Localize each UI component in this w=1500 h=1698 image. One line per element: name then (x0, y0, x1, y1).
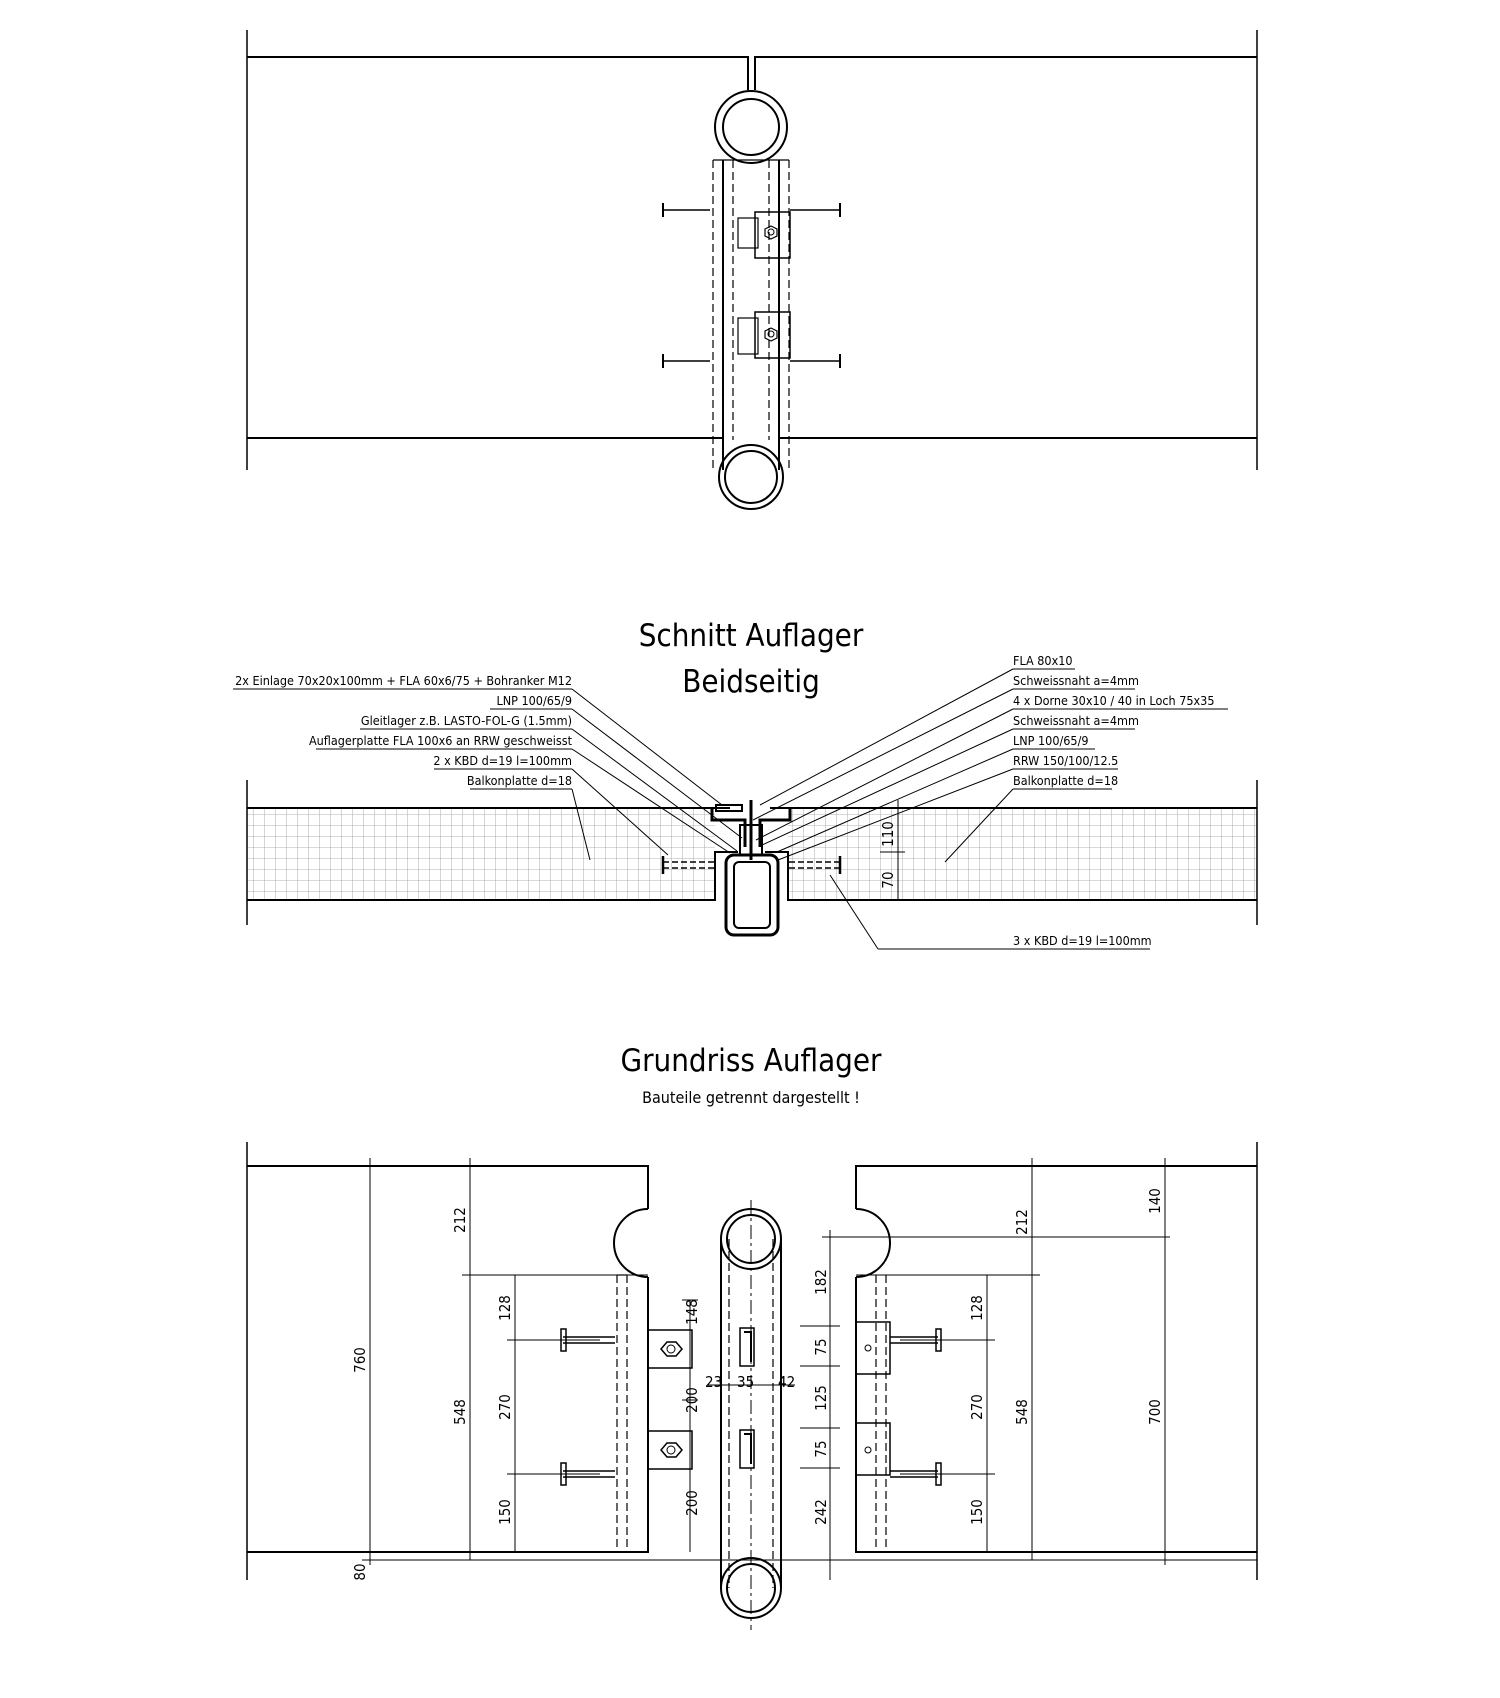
section-right-labels: FLA 80x10 Schweissnaht a=4mm 4 x Dorne 3… (752, 653, 1228, 863)
dim-760: 760 (351, 1347, 369, 1373)
dim-75-b: 75 (812, 1440, 830, 1457)
plan-anchors-right (855, 1321, 942, 1486)
section-slab-right (765, 780, 1258, 925)
dim-23: 23 (705, 1373, 722, 1391)
dim-212-left: 212 (451, 1207, 469, 1233)
label-kbd-right: 3 x KBD d=19 l=100mm (1013, 933, 1152, 948)
plan-title: Grundriss Auflager (620, 1043, 882, 1079)
dim-80: 80 (351, 1563, 369, 1580)
dim-200-b: 200 (683, 1490, 701, 1516)
dim-270-right: 270 (968, 1394, 986, 1420)
top-tube-lower (718, 444, 784, 510)
label-dorne: 4 x Dorne 30x10 / 40 in Loch 75x35 (1013, 693, 1214, 708)
section-slab-left (246, 780, 738, 925)
label-balkonplatte-right: Balkonplatte d=18 (1013, 773, 1118, 788)
label-balkonplatte-left: Balkonplatte d=18 (467, 773, 572, 788)
dim-128-right: 128 (968, 1295, 986, 1321)
plan-anchors-left (560, 1328, 693, 1486)
plan-dims-left: 212 760 548 80 128 270 150 148 200 200 2… (351, 1158, 1257, 1581)
label-fla: FLA 80x10 (1013, 653, 1073, 668)
dim-128-left: 128 (496, 1295, 514, 1321)
top-slab-right (754, 30, 1258, 470)
label-einlage: 2x Einlage 70x20x100mm + FLA 60x6/75 + B… (235, 673, 572, 688)
dim-242: 242 (812, 1499, 830, 1525)
dim-182: 182 (812, 1269, 830, 1295)
dim-270-left: 270 (496, 1394, 514, 1420)
dim-70: 70 (879, 871, 897, 888)
label-schweissnaht-1: Schweissnaht a=4mm (1013, 673, 1139, 688)
plan-dims-right: 182 75 125 75 242 212 128 270 150 548 14… (800, 1158, 1173, 1580)
section-dims: 110 70 (879, 800, 905, 901)
top-anchor-upper (662, 203, 841, 259)
section-steel-parts (710, 800, 792, 860)
top-plan-view (246, 30, 1258, 510)
plan-center-element (720, 1200, 782, 1630)
label-gleitlager: Gleitlager z.B. LASTO-FOL-G (1.5mm) (361, 713, 572, 728)
dim-150-right: 150 (968, 1499, 986, 1525)
label-auflagerplatte: Auflagerplatte FLA 100x6 an RRW geschwei… (309, 733, 573, 748)
plan-slab-left (246, 1142, 649, 1580)
dim-125: 125 (812, 1385, 830, 1411)
dim-212-right: 212 (1013, 1209, 1031, 1235)
top-anchor-lower (662, 311, 841, 368)
label-kbd-left: 2 x KBD d=19 l=100mm (433, 753, 572, 768)
plan-slab-right (855, 1142, 1258, 1580)
label-lnp-right: LNP 100/65/9 (1013, 733, 1089, 748)
dim-110: 110 (879, 821, 897, 847)
dim-35: 35 (737, 1373, 754, 1391)
section-bottom-label: 3 x KBD d=19 l=100mm (829, 874, 1152, 950)
label-schweissnaht-2: Schweissnaht a=4mm (1013, 713, 1139, 728)
section-left-labels: 2x Einlage 70x20x100mm + FLA 60x6/75 + B… (233, 673, 743, 861)
top-rail (712, 159, 790, 470)
dim-548-left: 548 (451, 1399, 469, 1425)
top-tube-upper (714, 90, 788, 164)
section-title-line1: Schnitt Auflager (639, 618, 864, 654)
plan-view: Grundriss Auflager Bauteile getrennt dar… (246, 1043, 1258, 1630)
dim-700: 700 (1146, 1399, 1164, 1425)
section-rrw-tube (724, 853, 780, 937)
plan-subtitle: Bauteile getrennt dargestellt ! (642, 1088, 860, 1107)
dim-148: 148 (683, 1299, 701, 1325)
section-title-line2: Beidseitig (682, 664, 820, 700)
dim-548-right: 548 (1013, 1399, 1031, 1425)
section-view: Schnitt Auflager Beidseitig (233, 618, 1258, 950)
dim-200-a: 200 (683, 1387, 701, 1413)
label-lnp-left: LNP 100/65/9 (496, 693, 572, 708)
dim-75-a: 75 (812, 1338, 830, 1355)
section-kbd-bolts (661, 856, 842, 874)
dim-150-left: 150 (496, 1499, 514, 1525)
dim-42: 42 (778, 1373, 795, 1391)
dim-140: 140 (1146, 1188, 1164, 1214)
top-slab-left (246, 30, 749, 470)
label-rrw: RRW 150/100/12.5 (1013, 753, 1118, 768)
